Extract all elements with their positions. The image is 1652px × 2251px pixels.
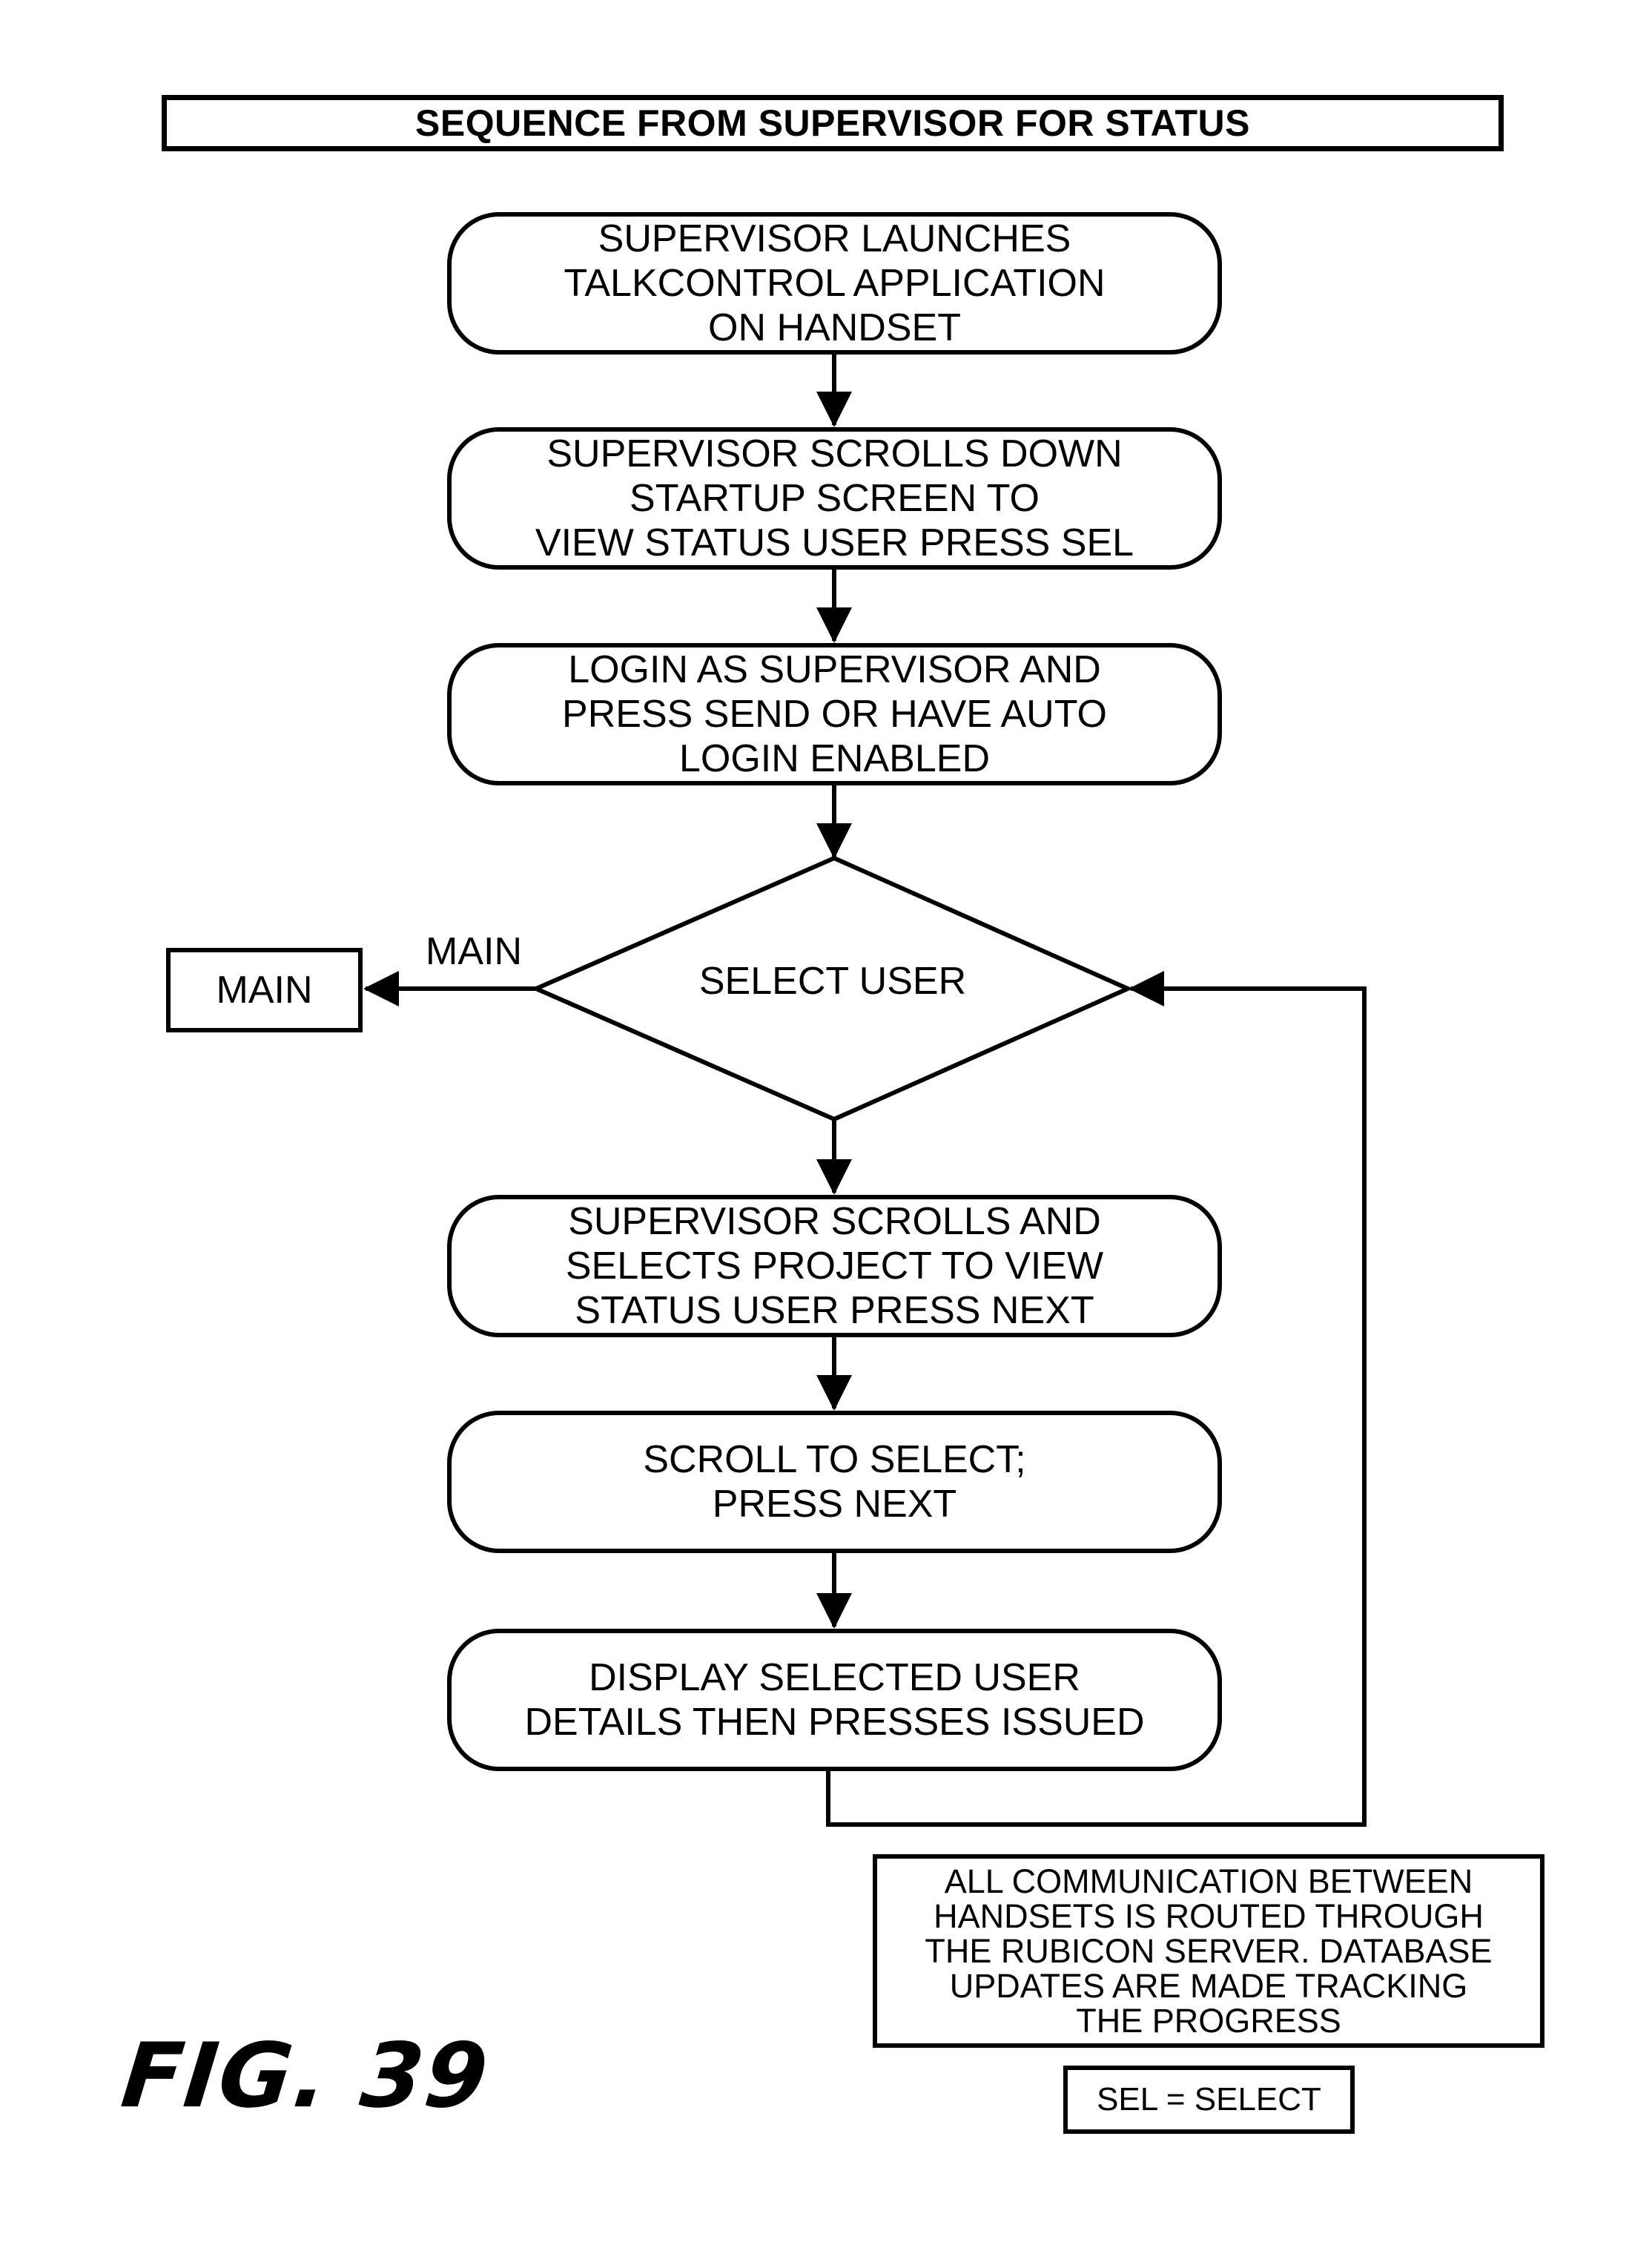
step-scroll-startup: SUPERVISOR SCROLLS DOWN STARTUP SCREEN T… [447, 427, 1222, 570]
step-text-line: DETAILS THEN PRESSES ISSUED [524, 1700, 1144, 1744]
step-scroll-select: SCROLL TO SELECT; PRESS NEXT [447, 1411, 1222, 1553]
step-text-line: VIEW STATUS USER PRESS SEL [535, 521, 1134, 565]
step-text-line: ON HANDSET [708, 306, 961, 350]
note-text-line: THE RUBICON SERVER. DATABASE [925, 1934, 1492, 1968]
main-edge-label: MAIN [426, 929, 522, 974]
step-text-line: DISPLAY SELECTED USER [589, 1655, 1080, 1700]
note-text-line: UPDATES ARE MADE TRACKING [950, 1968, 1467, 2003]
step-text-line: PRESS SEND OR HAVE AUTO [562, 692, 1107, 736]
step-display-details: DISPLAY SELECTED USER DETAILS THEN PRESS… [447, 1629, 1222, 1771]
step-text-line: TALKCONTROL APPLICATION [564, 261, 1105, 306]
main-box: MAIN [166, 948, 363, 1032]
legend-box: SEL = SELECT [1063, 2066, 1355, 2134]
step-select-project: SUPERVISOR SCROLLS AND SELECTS PROJECT T… [447, 1195, 1222, 1337]
step-text-line: SCROLL TO SELECT; [643, 1437, 1025, 1482]
figure-label: FIG. 39 [117, 2025, 494, 2128]
diagram-title: SEQUENCE FROM SUPERVISOR FOR STATUS [415, 102, 1250, 145]
title-box: SEQUENCE FROM SUPERVISOR FOR STATUS [162, 95, 1504, 151]
communication-note: ALL COMMUNICATION BETWEEN HANDSETS IS RO… [873, 1854, 1544, 2048]
step-launch-app: SUPERVISOR LAUNCHES TALKCONTROL APPLICAT… [447, 212, 1222, 355]
step-text-line: STARTUP SCREEN TO [630, 476, 1040, 521]
step-text-line: SUPERVISOR LAUNCHES [598, 217, 1071, 261]
note-text-line: ALL COMMUNICATION BETWEEN [945, 1864, 1473, 1899]
step-text-line: LOGIN ENABLED [679, 736, 990, 781]
step-text-line: PRESS NEXT [713, 1482, 956, 1526]
legend-text: SEL = SELECT [1097, 2081, 1321, 2118]
step-text-line: STATUS USER PRESS NEXT [575, 1288, 1094, 1333]
step-text-line: SELECTS PROJECT TO VIEW [566, 1244, 1103, 1288]
decision-select-user-label: SELECT USER [539, 959, 1126, 1003]
step-login: LOGIN AS SUPERVISOR AND PRESS SEND OR HA… [447, 643, 1222, 785]
step-text-line: SUPERVISOR SCROLLS DOWN [546, 432, 1122, 476]
step-text-line: SUPERVISOR SCROLLS AND [568, 1199, 1101, 1244]
note-text-line: HANDSETS IS ROUTED THROUGH [934, 1899, 1484, 1934]
note-text-line: THE PROGRESS [1076, 2003, 1341, 2038]
step-text-line: LOGIN AS SUPERVISOR AND [568, 647, 1101, 692]
main-box-label: MAIN [217, 968, 313, 1012]
